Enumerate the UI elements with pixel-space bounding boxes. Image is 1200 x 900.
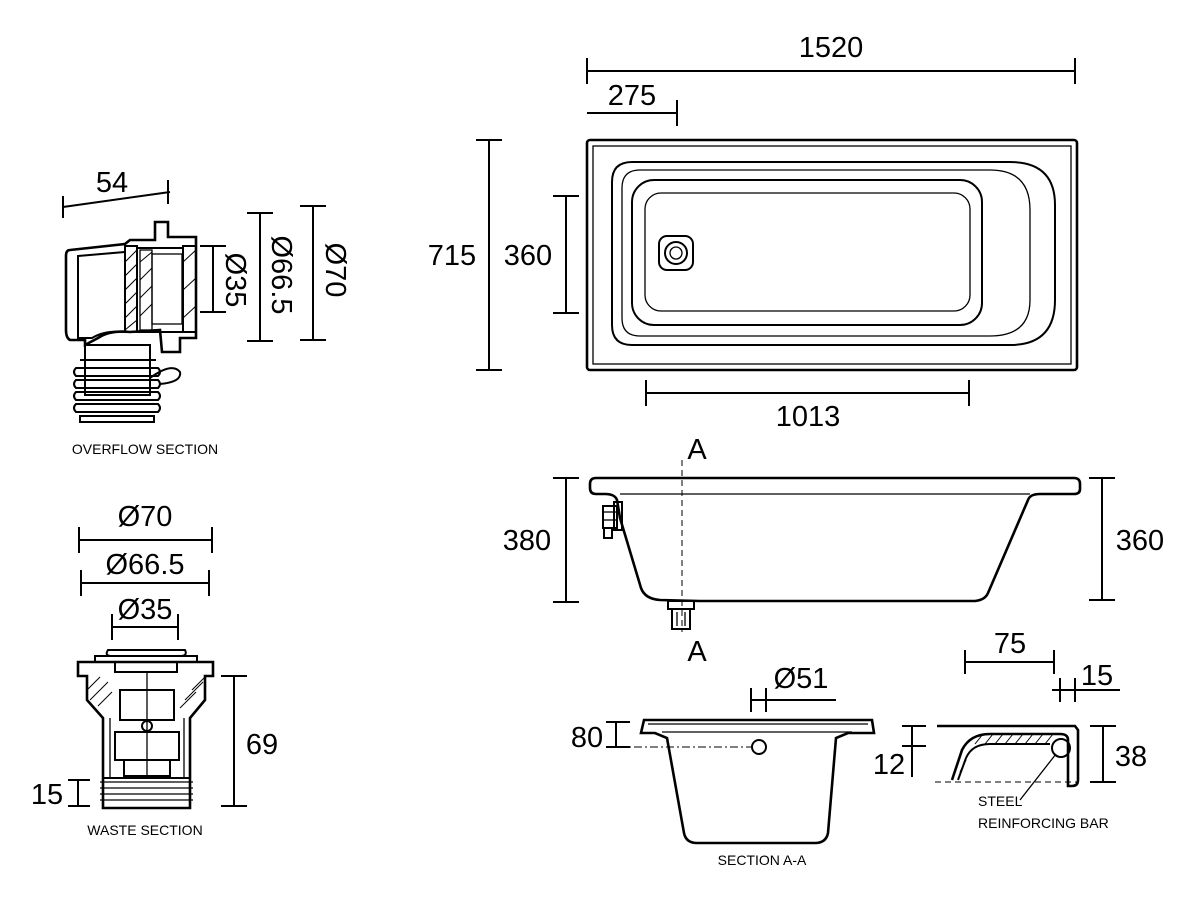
- waste-body: [76, 660, 215, 810]
- section-mark-top: A: [687, 434, 707, 466]
- plan-bowl-inner: [631, 179, 983, 326]
- overflow-clip: [149, 367, 182, 385]
- elevation-outline: [588, 476, 1082, 603]
- rim-note-line1: STEEL: [978, 793, 1023, 809]
- plan-bowl-mid: [621, 169, 1031, 337]
- section-aa: Ø51 80 SECTION A-A: [571, 663, 876, 868]
- dim-rim-bar-label: 12: [873, 749, 905, 781]
- waste-caption: WASTE SECTION: [87, 822, 202, 838]
- dim-floor-label: 1013: [776, 401, 841, 433]
- dim-overflow-d665: Ø66.5: [247, 212, 297, 342]
- dim-waste-d665-label: Ø66.5: [106, 549, 185, 581]
- overflow-hose: [73, 359, 161, 423]
- dim-right-height: 360: [1089, 477, 1164, 601]
- dim-rim-bar: 12: [873, 725, 926, 781]
- overflow-hatch: [124, 249, 197, 331]
- overflow-section: 54 Ø35 Ø66.5 Ø70 OVERFLOW SECTION: [62, 167, 351, 457]
- dim-rim-lip: 15: [1052, 660, 1120, 702]
- dim-overflow-width: 54: [62, 167, 171, 218]
- dim-waste-height-label: 69: [246, 729, 278, 761]
- overflow-hose-top: [84, 344, 151, 396]
- waste-trap: [123, 759, 171, 777]
- dim-width-label: 715: [428, 240, 476, 272]
- overflow-cap: [151, 253, 183, 325]
- waste-plug-seat: [114, 661, 178, 673]
- elevation-overflow-fitting: [602, 501, 623, 539]
- dim-inner-label: 360: [504, 240, 552, 272]
- plan-bowl-floor: [644, 192, 971, 312]
- rim-detail: 75 15 38 12 STEEL REINFORCING BAR: [873, 628, 1147, 831]
- elevation-waste-fitting: [667, 600, 695, 630]
- dim-overflow: 80: [571, 721, 630, 754]
- dim-length-label: 1520: [799, 32, 864, 64]
- dim-overflow-d35-label: Ø35: [219, 253, 251, 308]
- waste-plug: [105, 649, 187, 657]
- dim-rim-lip-label: 15: [1081, 660, 1113, 692]
- dim-length: 1520: [586, 32, 1076, 84]
- overflow-flange: [136, 247, 184, 333]
- plan-waste-ring: [664, 241, 688, 265]
- dim-overflow-label: 80: [571, 722, 603, 754]
- dim-left-height: 380: [503, 477, 579, 603]
- overflow-pipe-inner: [77, 250, 126, 339]
- rim-detail-inner: [957, 743, 1050, 781]
- dim-rim-height-label: 38: [1115, 741, 1147, 773]
- section-mark-bottom: A: [687, 636, 707, 668]
- dim-waste-d70-label: Ø70: [118, 501, 173, 533]
- dim-waste-base-label: 15: [31, 779, 63, 811]
- dim-waste: Ø51: [750, 663, 836, 712]
- waste-thread: [100, 777, 193, 801]
- dim-overflow-d665-label: Ø66.5: [265, 236, 297, 315]
- overflow-gasket: [124, 245, 138, 333]
- dim-offset-label: 275: [608, 80, 656, 112]
- dim-waste-label: Ø51: [774, 663, 829, 695]
- dim-overflow-d70: Ø70: [300, 205, 351, 341]
- waste-hatch: [86, 676, 206, 709]
- waste-section: Ø70 Ø66.5 Ø35 69 15 WAS: [31, 501, 278, 838]
- dim-waste-d35: Ø35: [111, 594, 179, 640]
- rim-note-line2: REINFORCING BAR: [978, 815, 1109, 831]
- dim-left-height-label: 380: [503, 525, 551, 557]
- plan-bowl-outer: [611, 161, 1056, 346]
- plan-waste-center: [669, 246, 683, 260]
- overflow-caption: OVERFLOW SECTION: [72, 441, 218, 457]
- section-aa-outline: [639, 718, 876, 845]
- section-aa-overflow-hole: [751, 739, 767, 755]
- dim-waste-d70: Ø70: [78, 501, 213, 553]
- overflow-seal: [139, 249, 153, 331]
- plan-inner-rim: [592, 145, 1072, 365]
- dim-rim-width-label: 75: [994, 628, 1026, 660]
- rim-detail-hatch: [959, 733, 1054, 773]
- dim-width: 715: [428, 139, 502, 371]
- dim-overflow-width-label: 54: [96, 167, 128, 199]
- dim-waste-height: 69: [221, 675, 278, 807]
- dim-overflow-d35: Ø35: [200, 245, 251, 313]
- dim-waste-d665: Ø66.5: [80, 549, 210, 596]
- dim-floor: 1013: [645, 380, 970, 433]
- dim-inner: 360: [504, 195, 579, 314]
- dim-rim-height: 38: [1090, 725, 1147, 783]
- dim-rim-width: 75: [964, 628, 1055, 674]
- overflow-face: [182, 245, 197, 333]
- rim-detail-leader: [1019, 753, 1057, 801]
- side-elevation: A A 380 360: [503, 434, 1164, 668]
- plan-outer-rim: [585, 138, 1079, 372]
- section-aa-caption: SECTION A-A: [718, 852, 807, 868]
- dim-overflow-d70-label: Ø70: [319, 243, 351, 298]
- plan-view: 1520 275 715 360 1013: [428, 32, 1079, 433]
- plan-waste-outlet: [658, 235, 694, 271]
- dim-offset: 275: [587, 80, 678, 126]
- dim-waste-d35-label: Ø35: [118, 594, 173, 626]
- dim-waste-base: 15: [31, 779, 90, 811]
- dim-right-height-label: 360: [1116, 525, 1164, 557]
- rim-detail-profile: [937, 724, 1080, 788]
- steel-bar-icon: [1051, 738, 1071, 758]
